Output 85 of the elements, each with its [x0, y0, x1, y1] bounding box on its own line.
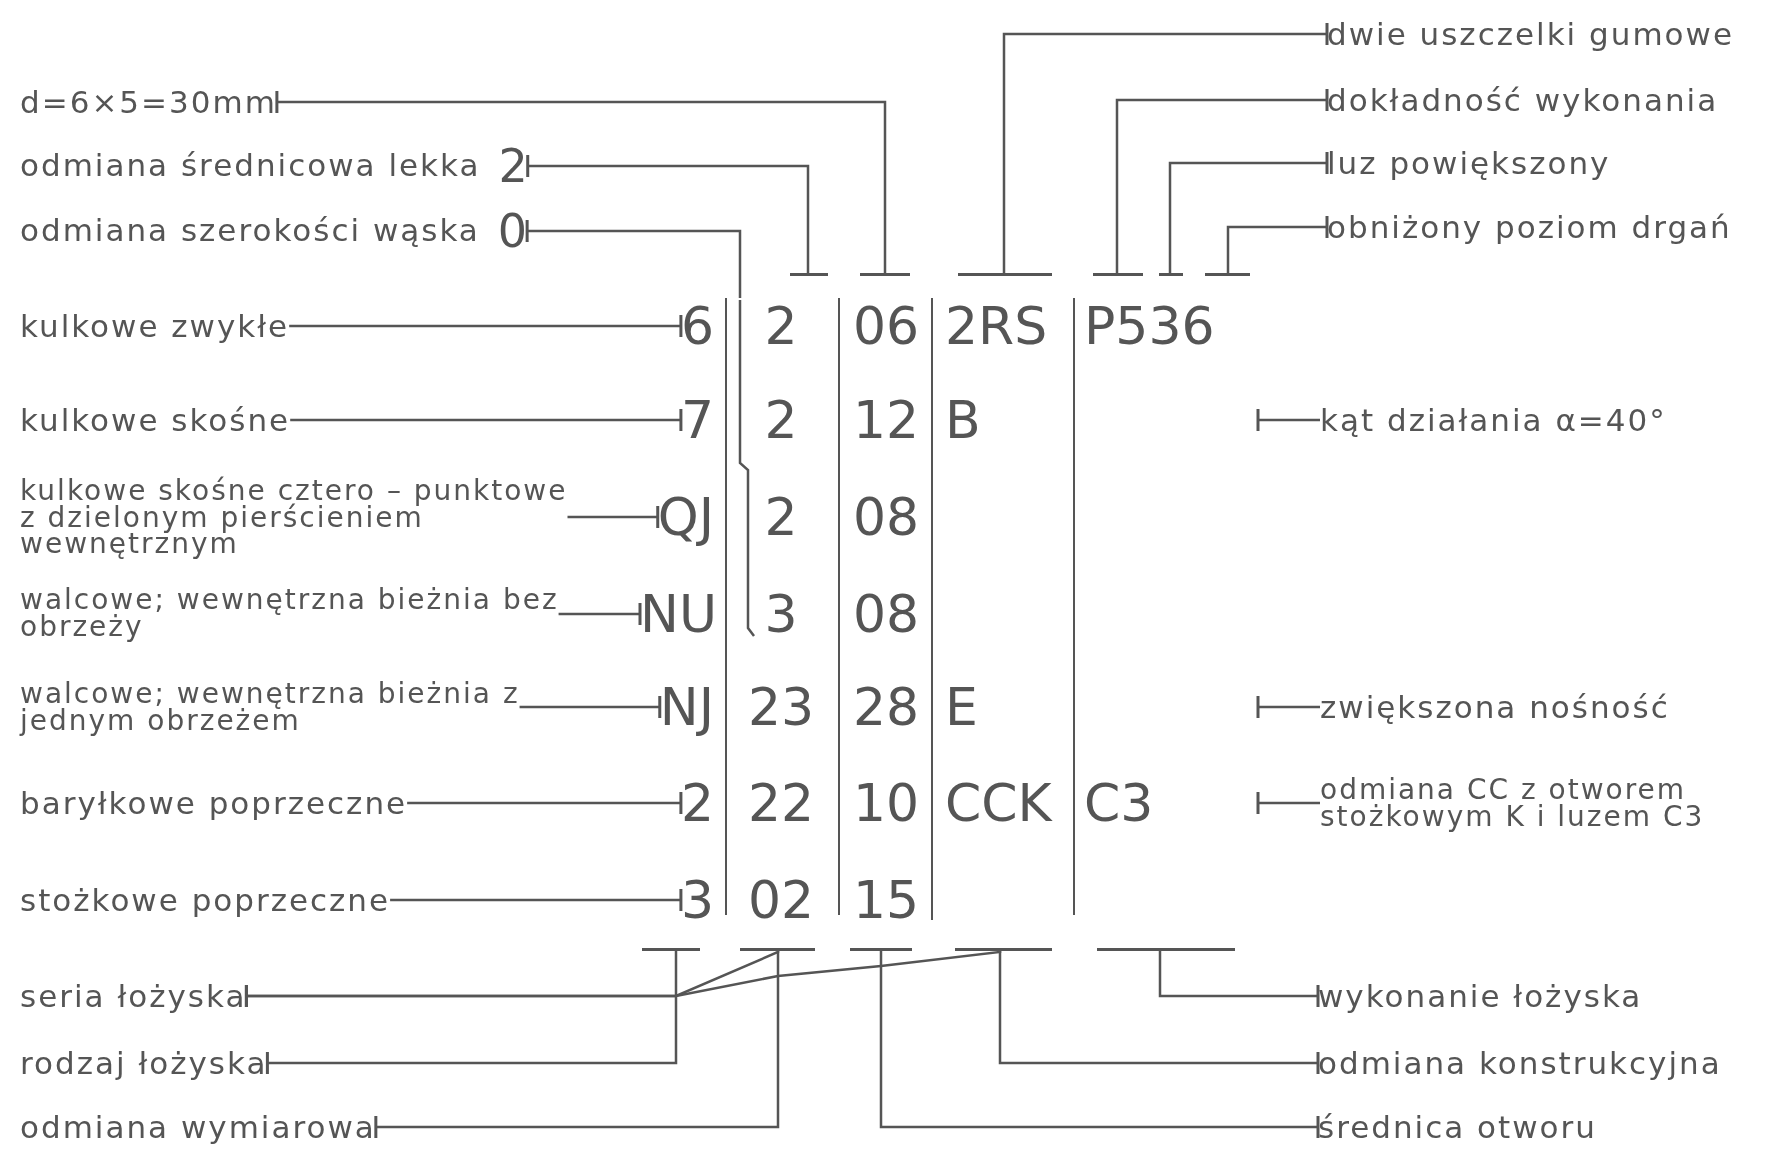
description-label: odmiana konstrukcyjna [1318, 1045, 1722, 1081]
designation-code: 08 [852, 487, 920, 547]
designation-code: NU [640, 584, 714, 644]
leader-line [1256, 694, 1320, 720]
bracket-mark [955, 948, 1052, 951]
bracket-mark [740, 948, 815, 951]
description-label: kąt działania α=40° [1320, 402, 1667, 438]
designation-code: 0 [497, 208, 528, 254]
description-label: kulkowe zwykłe [20, 308, 290, 344]
bracket-mark [642, 948, 700, 951]
leader-line [1115, 87, 1329, 273]
leader-line [290, 407, 683, 433]
designation-code: 2 [764, 296, 798, 356]
description-label: d=6×5=30mm [20, 84, 277, 120]
designation-code: 2 [498, 143, 528, 189]
leader-line [289, 313, 683, 339]
leader-line [275, 89, 887, 273]
leader-line [567, 504, 660, 530]
designation-code: C3 [1084, 773, 1154, 833]
description-label: odmiana CC z otworem stożkowym K i luzem C3 [1320, 777, 1770, 831]
designation-code: 2 [764, 390, 798, 450]
description-label: stożkowe poprzeczne [20, 882, 391, 918]
leader-line [525, 218, 742, 298]
description-label: walcowe; wewnętrzna bieżnia z jednym obrzeżem [20, 669, 572, 747]
designation-code: 12 [852, 390, 920, 450]
leader-line [998, 951, 1320, 1076]
leader-line [374, 951, 780, 1140]
description-label: seria łożyska [20, 978, 247, 1014]
designation-code: 7 [640, 390, 714, 450]
leader-line [265, 951, 678, 1076]
bracket-mark [958, 273, 1052, 276]
description-label: wykonanie łożyska [1318, 978, 1643, 1014]
designation-code: 22 [747, 773, 815, 833]
designation-code: 6 [640, 296, 714, 356]
leader-line [1158, 951, 1320, 1009]
designation-code: 28 [852, 677, 920, 737]
description-label: rodzaj łożyska [20, 1045, 268, 1081]
designation-code: 3 [640, 870, 714, 930]
bracket-mark [1159, 273, 1183, 276]
designation-code: 2 [764, 487, 798, 547]
description-label: zwiększona nośność [1320, 689, 1670, 725]
designation-code: B [945, 390, 981, 450]
designation-code: QJ [640, 487, 714, 547]
bracket-mark [1205, 273, 1250, 276]
leader-line [526, 153, 810, 273]
designation-code: NJ [640, 677, 714, 737]
bracket-mark [860, 273, 910, 276]
designation-code: 10 [852, 773, 920, 833]
bracket-mark [1093, 273, 1143, 276]
designation-code: 06 [852, 296, 920, 356]
description-label: obniżony poziom drgań [1327, 209, 1732, 245]
designation-code: P536 [1084, 296, 1215, 356]
designation-code: 2RS [945, 296, 1048, 356]
leader-line [558, 601, 642, 627]
leader-line [519, 694, 662, 720]
designation-code: 3 [764, 584, 798, 644]
description-label: kulkowe skośne [20, 402, 291, 438]
leader-line [1226, 214, 1329, 273]
designation-code: CCK [945, 773, 1052, 833]
description-label: baryłkowe poprzeczne [20, 785, 408, 821]
leader-line [1168, 150, 1329, 273]
bracket-mark [1097, 948, 1235, 951]
leader-line [879, 951, 1320, 1140]
description-label: luz powiększony [1327, 145, 1611, 181]
leader-line [390, 887, 683, 913]
designation-code: 02 [747, 870, 815, 930]
description-label: odmiana szerokości wąska [20, 212, 480, 250]
description-label: odmiana średnicowa lekka [20, 147, 481, 185]
description-label: dwie uszczelki gumowe [1327, 16, 1734, 52]
description-label: średnica otworu [1318, 1109, 1597, 1145]
designation-code: 2 [640, 773, 714, 833]
leader-line [407, 790, 683, 816]
leader-line [244, 949, 1002, 1009]
description-label: walcowe; wewnętrzna bieżnia bez obrzeży [20, 588, 572, 640]
leader-line [1256, 407, 1320, 433]
designation-code: 15 [852, 870, 920, 930]
bracket-mark [850, 948, 912, 951]
designation-code: E [945, 677, 978, 737]
description-label: odmiana wymiarowa [20, 1109, 376, 1145]
leader-line [1002, 21, 1329, 273]
designation-code: 23 [747, 677, 815, 737]
bracket-mark [790, 273, 828, 276]
leader-line [1256, 790, 1320, 816]
description-label: dokładność wykonania [1327, 82, 1719, 118]
designation-code: 08 [852, 584, 920, 644]
